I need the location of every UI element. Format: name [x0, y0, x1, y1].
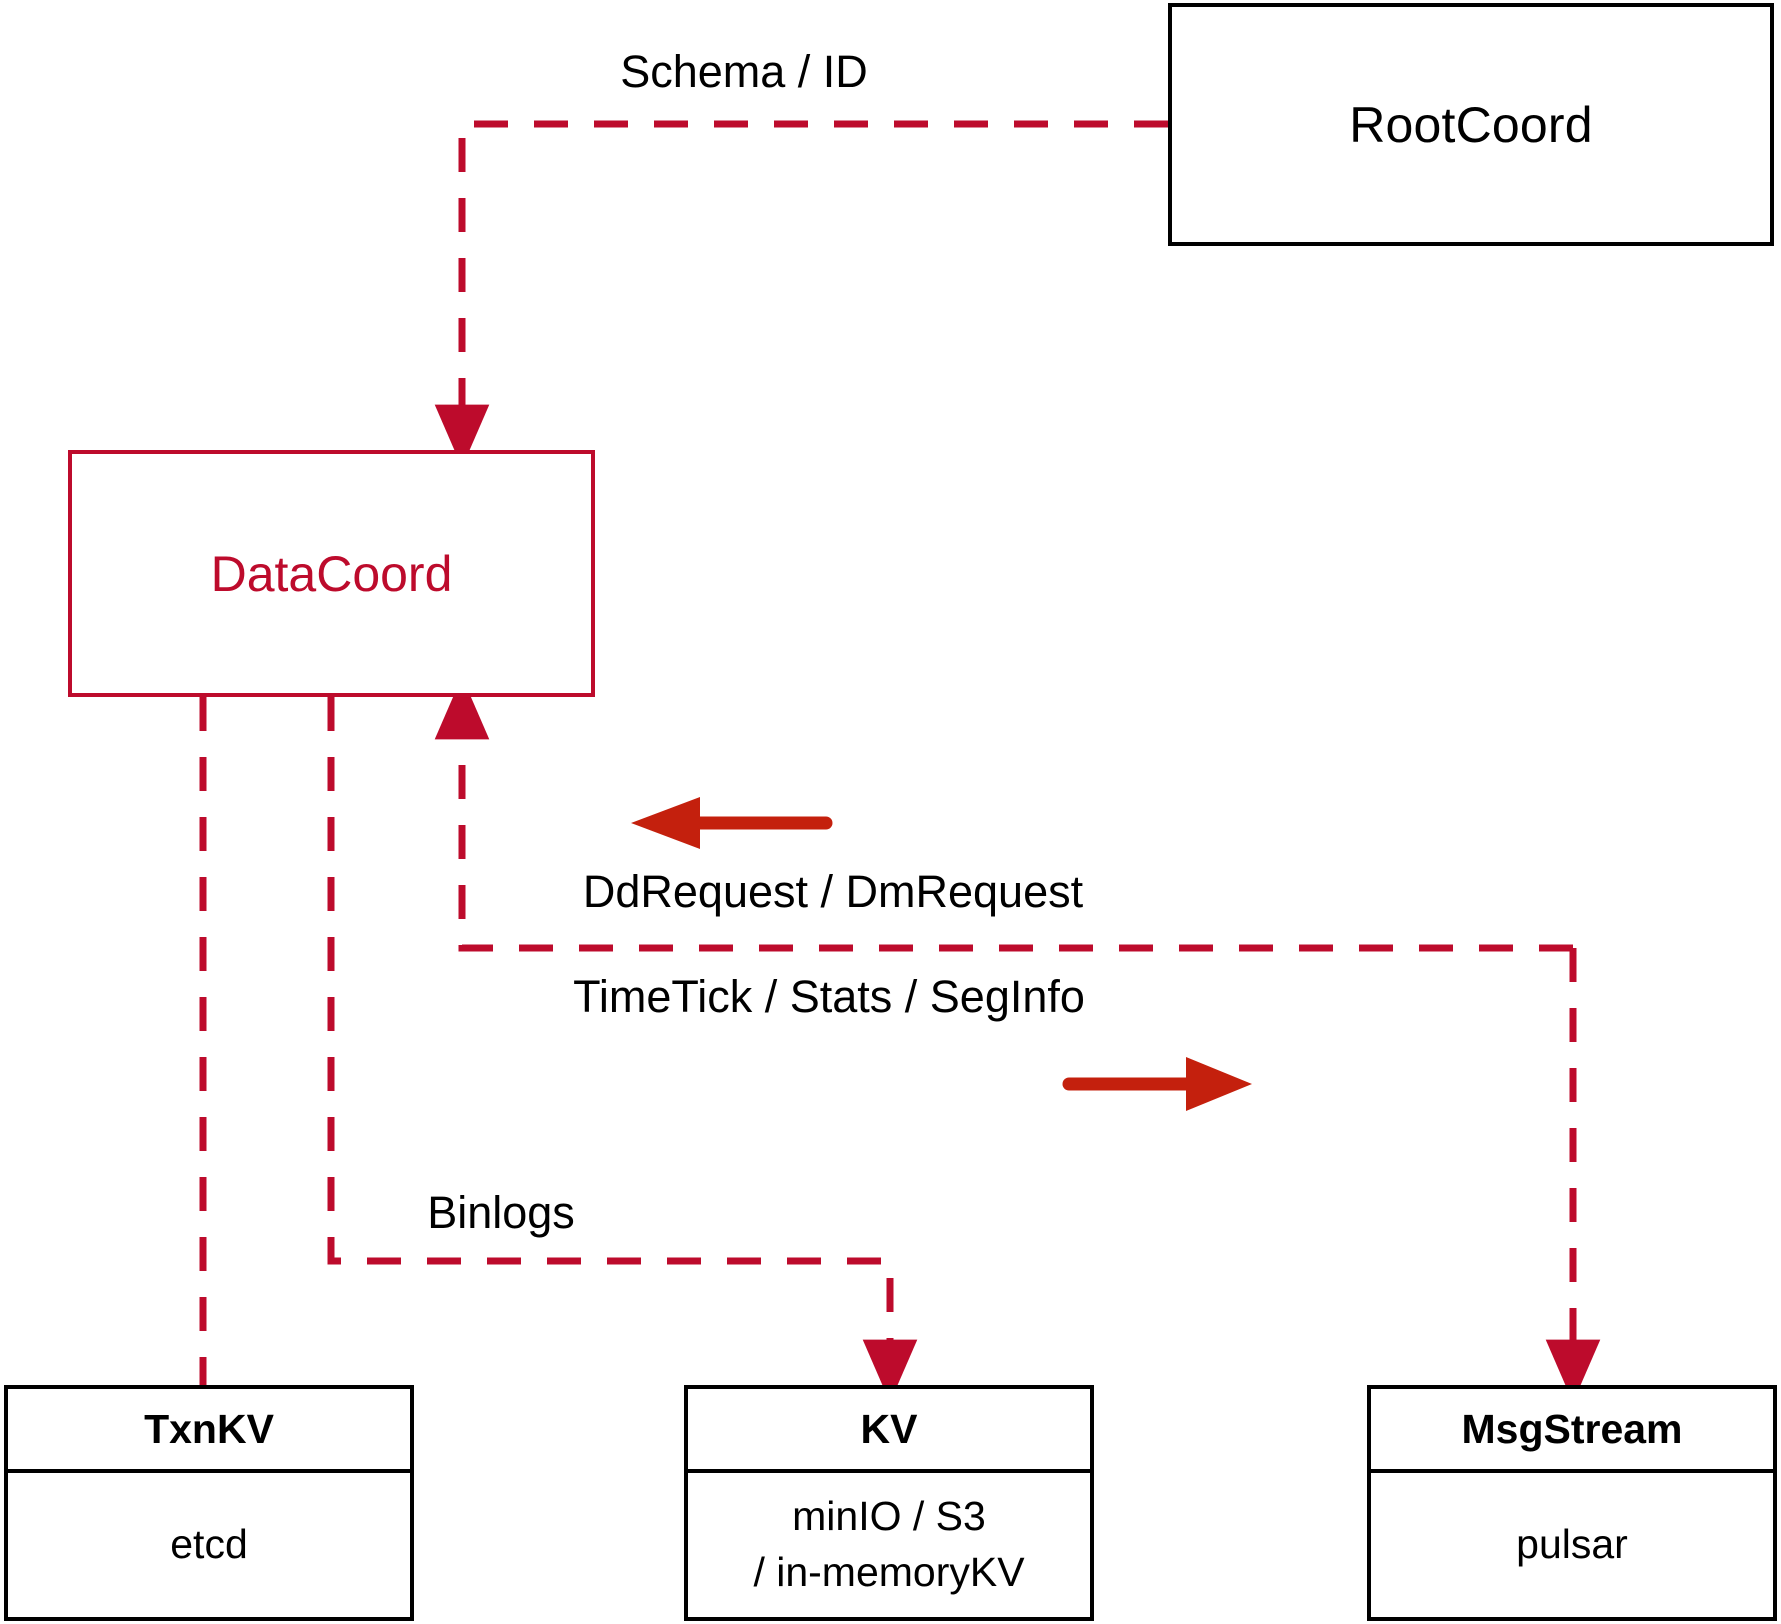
node-kv-impl-line-1: minIO / S3 [792, 1493, 986, 1540]
edge-label-binlogs: Binlogs [427, 1187, 575, 1238]
node-rootcoord[interactable]: RootCoord [1168, 3, 1774, 246]
edge-label-schema-id: Schema / ID [620, 46, 868, 97]
node-txnkv-body: etcd [8, 1473, 410, 1617]
node-txnkv-header: TxnKV [8, 1389, 410, 1473]
node-txnkv-impl-line: etcd [170, 1521, 248, 1568]
node-kv-header: KV [688, 1389, 1090, 1473]
edge-label-dd-dm-request: DdRequest / DmRequest [582, 866, 1084, 917]
edge-label-timetick-stats-seginfo: TimeTick / Stats / SegInfo [573, 971, 1085, 1022]
node-rootcoord-label: RootCoord [1349, 96, 1593, 153]
node-kv-impl-line-2: / in-memoryKV [753, 1549, 1025, 1595]
node-kv-header-label: KV [860, 1405, 918, 1452]
node-txnkv-header-label: TxnKV [144, 1405, 274, 1452]
direction-arrow-right-icon [1062, 1057, 1252, 1111]
edge-msgstream-to-datacoord [434, 676, 1573, 952]
node-msgstream[interactable]: MsgStream pulsar [1367, 1385, 1777, 1621]
edge-datacoord-to-kv [327, 697, 918, 1403]
node-msgstream-impl-line: pulsar [1516, 1521, 1628, 1568]
node-datacoord[interactable]: DataCoord [68, 450, 595, 697]
node-kv[interactable]: KV minIO / S3 / in-memoryKV [684, 1385, 1094, 1621]
node-msgstream-header-label: MsgStream [1461, 1405, 1683, 1452]
node-kv-body: minIO / S3 / in-memoryKV [688, 1473, 1090, 1617]
edge-rootcoord-to-datacoord [434, 120, 1168, 468]
node-msgstream-header: MsgStream [1371, 1389, 1773, 1473]
node-txnkv[interactable]: TxnKV etcd [4, 1385, 414, 1621]
node-msgstream-body: pulsar [1371, 1473, 1773, 1617]
node-datacoord-label: DataCoord [210, 545, 453, 602]
direction-arrow-left-icon [631, 797, 833, 849]
